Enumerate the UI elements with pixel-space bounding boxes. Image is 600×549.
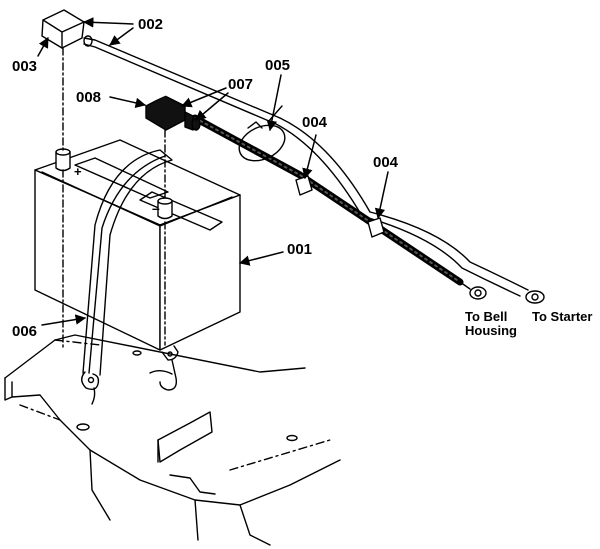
battery-001 [34, 139, 241, 351]
callout-003: 003 [12, 58, 38, 75]
starter-ring-terminal [525, 290, 545, 304]
terminal-boot-003 [41, 9, 85, 49]
callout-005: 005 [265, 57, 291, 74]
callout-007: 007 [228, 76, 254, 93]
raised-tab [157, 411, 213, 463]
battery-hook [159, 345, 179, 391]
callout-004-upper: 004 [302, 114, 328, 131]
callout-002: 002 [138, 16, 164, 33]
mounting-hole [132, 350, 142, 356]
mounting-plate [4, 334, 341, 546]
to-bell-housing-label: To Bell Housing [465, 309, 517, 339]
cable-tie-005 [238, 105, 286, 162]
alignment-lines [62, 47, 166, 351]
callout-004-lower: 004 [373, 154, 399, 171]
cable-clamp-004b [367, 217, 385, 238]
leader-arrows [37, 17, 389, 326]
terminal-boot-008 [145, 93, 201, 131]
positive-cable-002 [83, 35, 529, 297]
hold-down-strap-006 [81, 149, 173, 405]
to-bell-line2: Housing [465, 323, 517, 339]
to-starter-label: To Starter [532, 309, 593, 324]
negative-terminal-mark: – [152, 200, 160, 216]
callout-008: 008 [76, 89, 102, 106]
callout-001: 001 [287, 241, 313, 258]
callout-006: 006 [12, 323, 38, 340]
to-bell-line1: To Bell [465, 309, 508, 324]
mounting-hole [286, 434, 298, 442]
negative-cable-007 [191, 114, 487, 300]
mounting-hole [76, 423, 90, 431]
positive-terminal-mark: + [74, 164, 82, 179]
